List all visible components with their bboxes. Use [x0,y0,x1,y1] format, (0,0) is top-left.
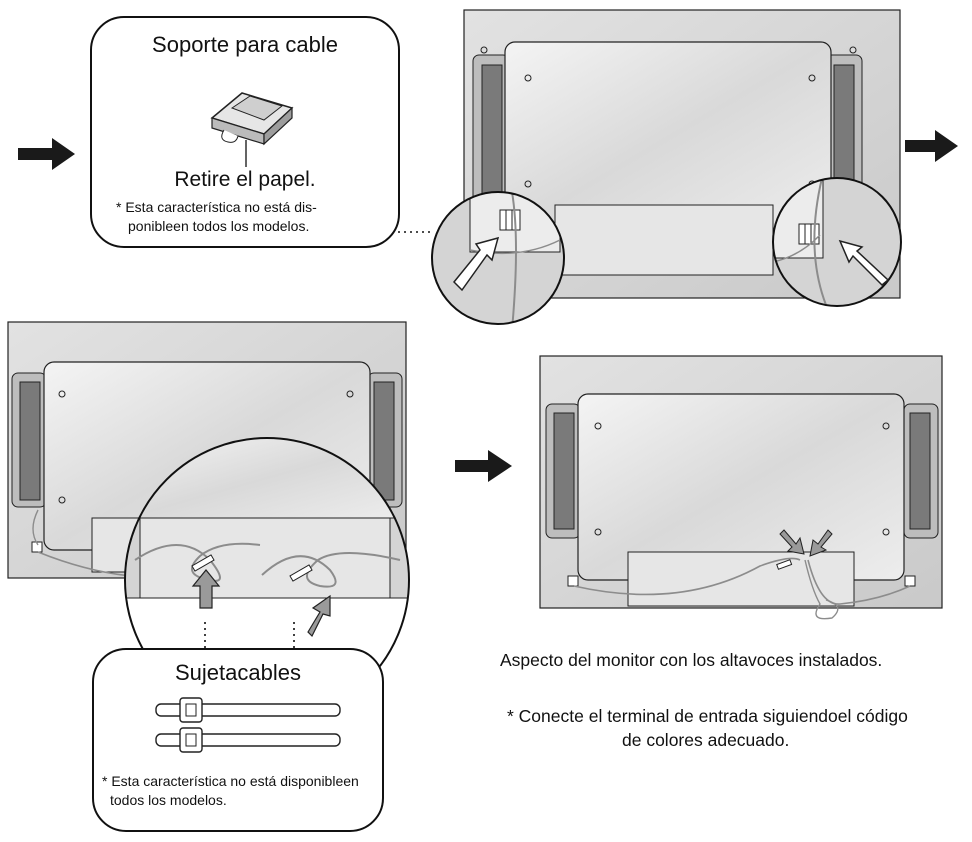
cable-ties-title: Sujetacables [175,660,301,685]
cable-holder-icon [210,92,294,167]
color-code-note-line2: de colores adecuado. [622,730,790,750]
cable-holder-note-line1: * Esta característica no está dis- [116,199,317,215]
cable-ties-note-line1: * Esta característica no está disponible… [102,773,359,789]
cable-holder-callout: Soporte para cable Retire el papel. * Es… [90,16,400,248]
arrow-right-icon [455,450,512,482]
pointer-arrow-icon [452,236,500,292]
pointer-arrow-icon [307,594,331,638]
monitor-back-installed [539,355,943,620]
arrow-right-icon [905,130,958,162]
cable-ties-callout: Sujetacables * Esta característica no es… [92,648,384,832]
pointer-arrow-icon [809,529,833,557]
pointer-arrow-icon [191,569,221,609]
cable-ties-note-line2: todos los modelos. [110,792,227,808]
cable-tie-icon [155,697,341,753]
zoom-detail-right [772,177,902,307]
pointer-arrow-icon [838,239,890,287]
installed-caption: Aspecto del monitor con los altavoces in… [500,650,883,670]
cable-holder-note-line2: ponibleen todos los modelos. [128,218,310,234]
arrow-right-icon [18,138,75,170]
pointer-arrow-icon [779,529,805,555]
monitor-back-top [463,9,901,299]
color-code-note-line1: * Conecte el terminal de entrada siguien… [507,706,908,726]
cable-holder-instruction: Retire el papel. [174,168,316,191]
cable-holder-title: Soporte para cable [152,32,338,57]
